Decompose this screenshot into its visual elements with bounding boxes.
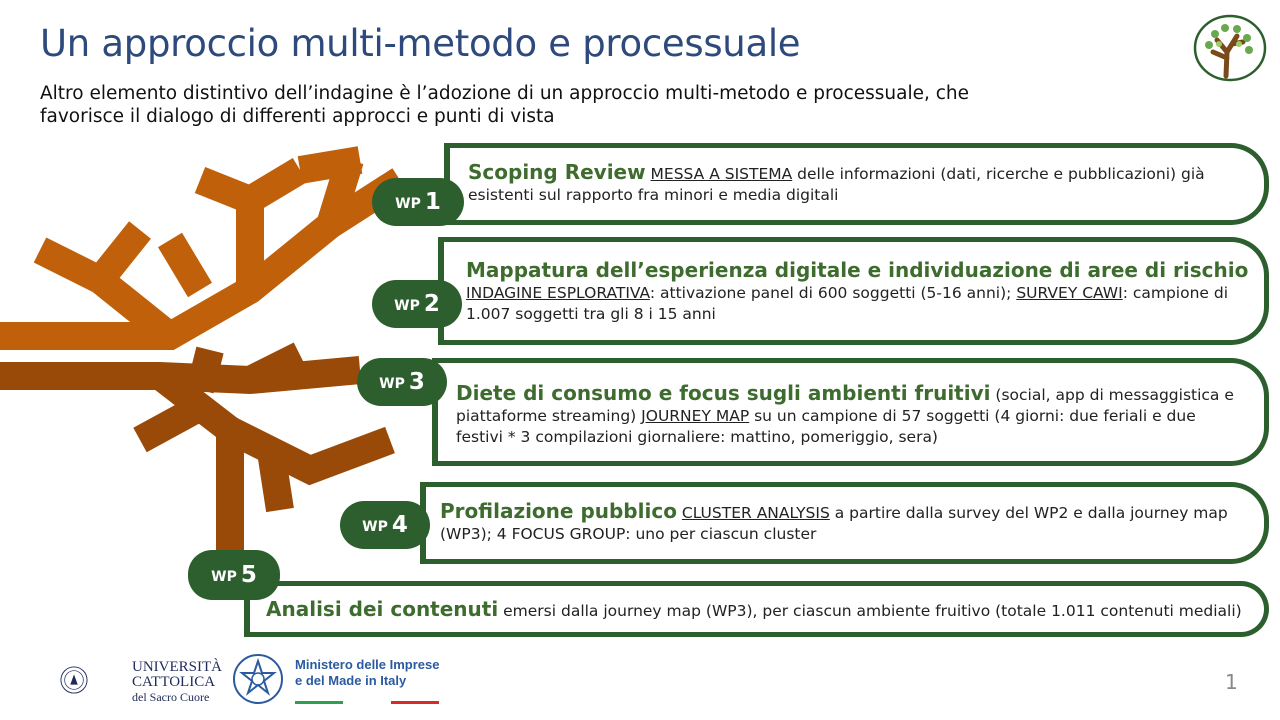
wp3-prefix: WP [379, 376, 405, 392]
wp3-link: JOURNEY MAP [641, 407, 750, 425]
wp1-number: 1 [424, 189, 441, 215]
wp5-heading: Analisi dei contenuti [266, 597, 499, 621]
university-line-3: del Sacro Cuore [132, 690, 210, 704]
wp4-text: a partire dalla survey del WP2 e dalla j… [440, 504, 1228, 543]
wp3-text-pre: (social, app di messaggistica e piattafo… [456, 386, 1234, 425]
ministry-line-2: e del Made in Italy [295, 673, 407, 688]
wp5-number: 5 [240, 562, 257, 588]
wp1-box: Scoping Review MESSA A SISTEMA delle inf… [444, 143, 1269, 225]
ministry-flag-stripes [295, 701, 440, 704]
wp2-text2: : campione di 1.007 soggetti tra gli 8 i… [466, 284, 1229, 323]
wp5-text: emersi dalla journey map (WP3), per cias… [498, 602, 1242, 620]
page-number: 1 [1225, 670, 1238, 694]
wp1-link: MESSA A SISTEMA [650, 165, 793, 183]
wp4-prefix: WP [362, 519, 388, 535]
italian-republic-emblem-icon [233, 654, 283, 704]
wp2-box: Mappatura dell’esperienza digitale e ind… [438, 237, 1269, 345]
wp2-prefix: WP [394, 298, 420, 314]
wp3-box: Diete di consumo e focus sugli ambienti … [432, 358, 1269, 466]
wp3-heading: Diete di consumo e focus sugli ambienti … [456, 381, 991, 405]
wp5-box: Analisi dei contenuti emersi dalla journ… [244, 581, 1269, 637]
wp3-number: 3 [408, 369, 425, 395]
wp1-heading: Scoping Review [468, 160, 646, 184]
university-name: UNIVERSITÀ CATTOLICA del Sacro Cuore [132, 660, 222, 705]
ministry-name: Ministero delle Imprese e del Made in It… [295, 657, 440, 704]
university-seal-icon [60, 666, 88, 694]
wp1-text: delle informazioni (dati, ricerche e pub… [468, 165, 1205, 204]
wp2-link2: SURVEY CAWI [1016, 284, 1123, 302]
wp2-number: 2 [423, 291, 440, 317]
wp2-text: : attivazione panel di 600 soggetti (5-1… [649, 284, 1017, 302]
wp4-heading: Profilazione pubblico [440, 499, 677, 523]
wp2-heading: Mappatura dell’esperienza digitale e ind… [466, 258, 1249, 282]
university-line-2: CATTOLICA [132, 674, 216, 690]
wp4-link: CLUSTER ANALYSIS [681, 504, 830, 522]
wp4-number: 4 [391, 512, 408, 538]
wp2-link: INDAGINE ESPLORATIVA [466, 284, 650, 302]
wp3-text: su un campione di 57 soggetti (4 giorni:… [456, 407, 1196, 446]
tree-logo-icon [1193, 14, 1267, 82]
branch-tree-graphic [0, 146, 408, 560]
wp5-prefix: WP [211, 569, 237, 585]
page-subtitle: Altro elemento distintivo dell’indagine … [40, 83, 970, 127]
page-title: Un approccio multi-metodo e processuale [40, 22, 801, 65]
wp4-box: Profilazione pubblico CLUSTER ANALYSIS a… [420, 482, 1269, 564]
university-line-1: UNIVERSITÀ [132, 659, 222, 675]
wp1-prefix: WP [395, 196, 421, 212]
ministry-line-1: Ministero delle Imprese [295, 657, 440, 672]
